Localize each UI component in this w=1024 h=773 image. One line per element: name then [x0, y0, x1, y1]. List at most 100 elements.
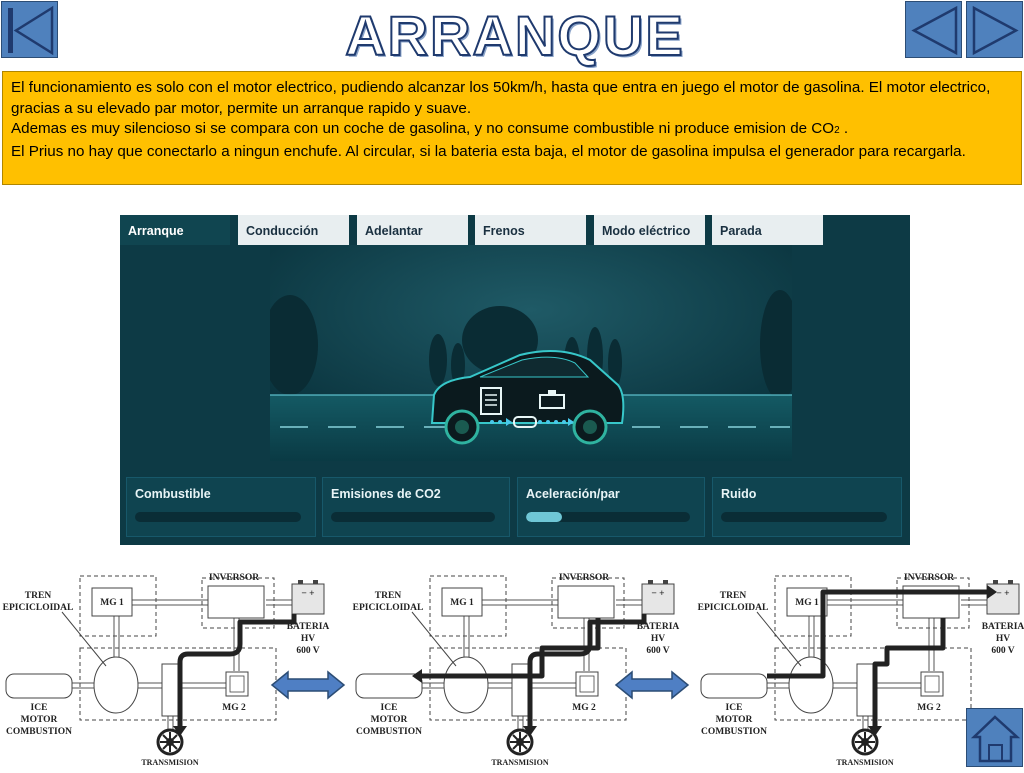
description-paragraph-3: El Prius no hay que conectarlo a ningun … — [11, 142, 966, 160]
energy-flow-arrowhead — [412, 669, 422, 683]
diagram-battery-recharge: MG 1 INVERSOR − + BATERIA HV 600 V TREN … — [697, 556, 1024, 768]
inversor-label: INVERSOR — [904, 573, 954, 583]
energy-flow-arrowhead — [868, 726, 882, 736]
mg1-label: MG 1 — [100, 598, 124, 608]
bateria-label: BATERIA — [287, 622, 330, 632]
ice-label: ICE — [726, 703, 743, 713]
transmision-label: TRANSMISION — [836, 758, 894, 767]
ice-box — [5, 673, 73, 699]
double-arrow-icon — [614, 670, 690, 700]
gear-box — [511, 663, 529, 717]
meter-fill — [526, 512, 563, 522]
diagram-battery-to-wheels: MG 1 INVERSOR − + BATERIA HV 600 V TREN … — [2, 556, 342, 768]
battery-terminals: − + — [651, 589, 664, 599]
electric-motor-icon — [513, 416, 537, 428]
meter-label: Combustible — [135, 487, 211, 501]
home-icon — [970, 715, 1021, 763]
co2-subscript: 2 — [834, 125, 840, 136]
gear-box — [161, 663, 179, 717]
gear-box — [856, 663, 874, 717]
combustion-label: COMBUSTION — [6, 727, 72, 737]
mg1-housing — [79, 575, 157, 637]
tab-parada[interactable]: Parada — [712, 215, 823, 245]
mg1-label: MG 1 — [450, 598, 474, 608]
combustion-label: COMBUSTION — [701, 727, 767, 737]
tren-label: TREN — [375, 591, 402, 601]
bateria-label: BATERIA — [982, 622, 1024, 632]
bateria-label: BATERIA — [637, 622, 680, 632]
first-slide-button[interactable] — [1, 1, 58, 58]
battery-icon — [480, 387, 502, 415]
mg1-box — [91, 587, 133, 617]
ice-label: ICE — [31, 703, 48, 713]
next-slide-icon — [972, 5, 1019, 56]
battery-box — [291, 583, 325, 615]
prius-simulator: Arranque Conducción Adelantar Frenos Mod… — [120, 215, 910, 545]
mg2-label: MG 2 — [572, 703, 596, 713]
mg2-label: MG 2 — [222, 703, 246, 713]
epicicloidal-label: EPICICLOIDAL — [353, 603, 424, 613]
meter-label: Ruido — [721, 487, 757, 501]
battery-terminals: − + — [996, 589, 1009, 599]
planetary-gear — [788, 656, 834, 714]
tren-label: TREN — [25, 591, 52, 601]
description-paragraph-2-text: Ademas es muy silencioso si se compara c… — [11, 120, 835, 137]
energy-flow-path — [527, 614, 647, 726]
ice-box — [355, 673, 423, 699]
planetary-gear — [93, 656, 139, 714]
tab-frenos[interactable]: Frenos — [475, 215, 586, 245]
hv-label: HV — [301, 634, 315, 644]
description-paragraph-1: El funcionamiento es solo con el motor e… — [11, 79, 991, 117]
energy-flow-arrows — [412, 614, 647, 736]
inversor-label: INVERSOR — [559, 573, 609, 583]
energy-flow-arrows — [173, 614, 297, 736]
energy-flow-arrowhead — [987, 585, 997, 599]
transmision-label: TRANSMISION — [141, 758, 199, 767]
energy-flow-path — [872, 618, 946, 726]
meter-label: Aceleración/par — [526, 487, 620, 501]
home-button[interactable] — [966, 708, 1023, 767]
voltage-label: 600 V — [296, 646, 319, 656]
driving-scene — [270, 245, 792, 461]
combustion-label: COMBUSTION — [356, 727, 422, 737]
voltage-label: 600 V — [991, 646, 1014, 656]
meter-ruido: Ruido — [712, 477, 902, 537]
page-title: ARRANQUE — [344, 3, 685, 68]
tab-adelantar[interactable]: Adelantar — [357, 215, 468, 245]
motor-label: MOTOR — [371, 715, 408, 725]
planetary-gear — [443, 656, 489, 714]
voltage-label: 600 V — [646, 646, 669, 656]
previous-slide-button[interactable] — [905, 1, 962, 58]
mg2-label: MG 2 — [917, 703, 941, 713]
mg1-box — [441, 587, 483, 617]
meter-label: Emisiones de CO2 — [331, 487, 441, 501]
mg2-box — [920, 671, 944, 697]
first-slide-icon — [8, 5, 54, 56]
description-paragraph-2-end: . — [839, 120, 849, 137]
energy-flow-arrowhead — [523, 726, 537, 736]
mg1-box — [786, 587, 828, 617]
hv-label: HV — [651, 634, 665, 644]
meter-aceleracion-par: Aceleración/par — [517, 477, 705, 537]
mg2-box — [225, 671, 249, 697]
energy-flow-arrowhead — [173, 726, 187, 736]
energy-flow-path — [422, 618, 601, 679]
epicicloidal-label: EPICICLOIDAL — [698, 603, 769, 613]
tab-arranque[interactable]: Arranque — [120, 215, 230, 245]
energy-flow-path — [177, 614, 297, 726]
energy-flow-arrows — [767, 585, 997, 736]
inversor-housing — [896, 577, 970, 629]
next-slide-button[interactable] — [966, 1, 1023, 58]
motor-label: MOTOR — [716, 715, 753, 725]
mg2-box — [575, 671, 599, 697]
inversor-box — [557, 585, 615, 619]
tab-modo-electrico[interactable]: Modo eléctrico — [594, 215, 705, 245]
tab-conduccion[interactable]: Conducción — [238, 215, 349, 245]
car — [430, 350, 625, 445]
previous-slide-icon — [911, 5, 958, 56]
ice-box — [700, 673, 768, 699]
double-arrow-icon — [270, 670, 346, 700]
hv-label: HV — [996, 634, 1010, 644]
mg1-housing — [774, 575, 852, 637]
energy-flow-path — [767, 589, 987, 679]
